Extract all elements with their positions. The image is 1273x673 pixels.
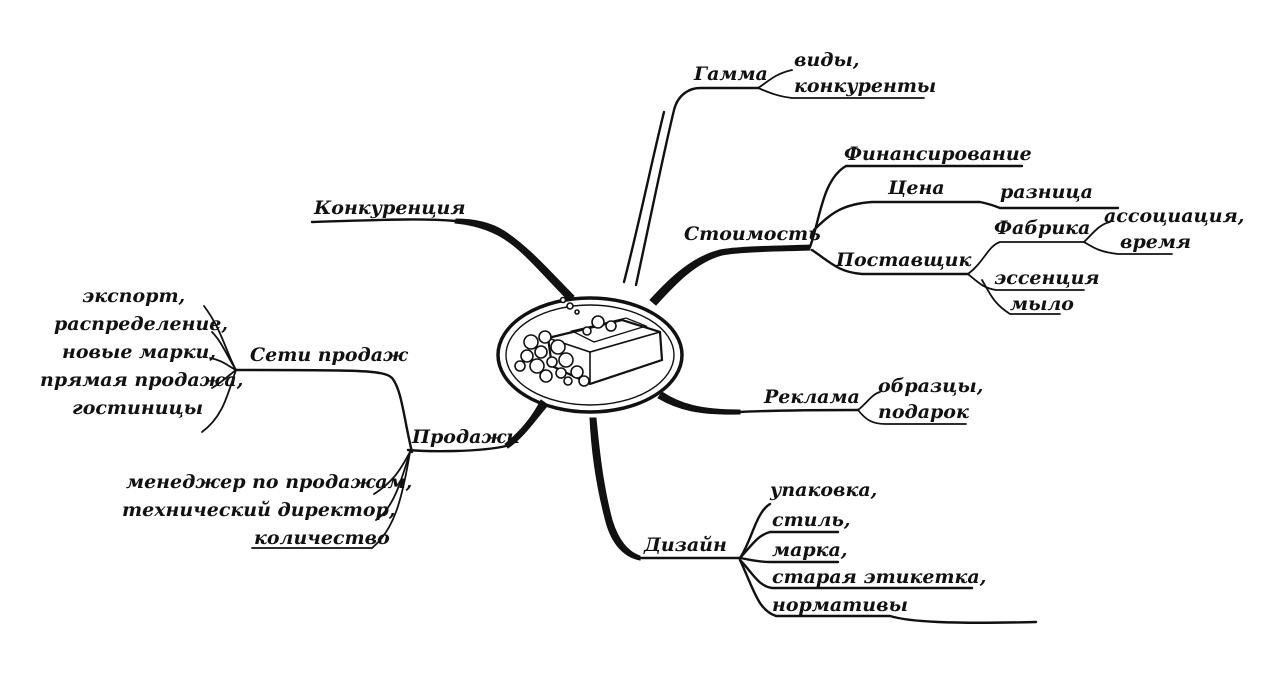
node-stoimost: Стоимость xyxy=(684,223,821,245)
branch-prodazhi: Сети продаж экспорт, распределение, новы… xyxy=(40,285,520,549)
fabrika-item: ассоциация, xyxy=(1104,205,1244,227)
branch-reklama: Реклама образцы, подарок xyxy=(763,375,983,425)
branch-stoimost: Стоимость Финансирование Цена разница Фа… xyxy=(684,143,1244,315)
bubbles-icon xyxy=(514,296,617,387)
seti-item: экспорт, xyxy=(82,285,185,307)
gamma-item: виды, xyxy=(794,49,859,71)
node-dizain: Дизайн xyxy=(643,534,727,556)
main-branches xyxy=(310,218,860,561)
postavshchik-item: эссенция xyxy=(994,267,1100,289)
postavshchik-item: мыло xyxy=(1010,293,1074,315)
node-prodazhi: Продажи xyxy=(411,426,520,448)
seti-item: распределение, xyxy=(54,313,228,335)
dizain-item: нормативы xyxy=(772,594,908,616)
prodazhi-item: количество xyxy=(254,527,390,549)
node-postavshchik: Поставщик xyxy=(835,249,971,271)
central-image xyxy=(496,296,684,414)
prodazhi-item: менеджер по продажам, xyxy=(126,471,412,493)
node-finansirovanie: Финансирование xyxy=(844,143,1032,165)
fabrika-item: время xyxy=(1120,231,1191,253)
dizain-item: старая этикетка, xyxy=(772,566,986,588)
node-gamma: Гамма xyxy=(693,63,768,85)
dizain-item: стиль, xyxy=(772,509,851,531)
node-raznitsa: разница xyxy=(1000,181,1093,203)
node-reklama: Реклама xyxy=(763,386,860,408)
dizain-item: упаковка, xyxy=(769,479,877,501)
reklama-item: подарок xyxy=(878,401,969,423)
seti-item: прямая продажа, xyxy=(40,369,243,391)
seti-item: новые марки, xyxy=(62,341,216,363)
gamma-item: конкуренты xyxy=(794,75,936,97)
reklama-item: образцы, xyxy=(878,375,983,397)
node-fabrika: Фабрика xyxy=(994,217,1090,239)
node-konkurentsiya: Конкуренция xyxy=(313,197,465,219)
branch-dizain: Дизайн упаковка, стиль, марка, старая эт… xyxy=(643,479,1038,624)
dizain-item: марка, xyxy=(772,539,847,561)
branch-gamma: Гамма виды, конкуренты xyxy=(622,49,936,287)
seti-item: гостиницы xyxy=(72,397,203,419)
prodazhi-item: технический директор, xyxy=(122,499,395,521)
node-seti-prodazh: Сети продаж xyxy=(250,344,409,366)
node-tsena: Цена xyxy=(887,177,945,199)
